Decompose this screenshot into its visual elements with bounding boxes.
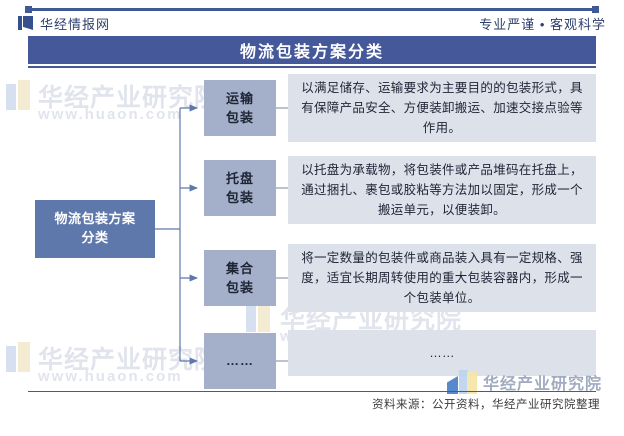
- description-text: 以满足储存、运输要求为主要目的的包装形式，具有保障产品安全、方便装卸搬运、加速交…: [301, 80, 583, 136]
- flag-book-icon: [18, 16, 33, 30]
- description-text: ……: [429, 345, 455, 360]
- root-node-label: 物流包装方案 分类: [54, 211, 136, 245]
- category-label: 托盘 包装: [225, 170, 254, 206]
- title-underline: [28, 66, 596, 68]
- brand-bar: 华经情报网 专业严谨 • 客观科学: [0, 11, 624, 35]
- footer-logo: 华经产业研究院: [446, 370, 602, 394]
- header-accent-rule: [25, 6, 599, 13]
- description-text: 以托盘为承载物，将包装件或产品堆码在托盘上，通过捆扎、裹包或胶粘等方法加以固定，…: [301, 162, 583, 218]
- description-node-3: 将一定数量的包装件或商品装入具有一定规格、强度，适宜长期周转使用的重大包装容器内…: [288, 244, 596, 312]
- category-label: 运输 包装: [225, 90, 254, 126]
- category-node-3: 集合 包装: [204, 250, 276, 306]
- diagram-root-node: 物流包装方案 分类: [35, 200, 155, 258]
- category-label: ……: [226, 353, 254, 369]
- source-note: 资料来源：公开资料，华经产业研究院整理: [372, 399, 600, 411]
- brand-name: 华经情报网: [40, 16, 111, 32]
- footer-logo-text: 华经产业研究院: [482, 376, 602, 393]
- category-node-4: ……: [204, 333, 276, 389]
- header-slogan: 专业严谨 • 客观科学: [479, 16, 606, 32]
- description-node-1: 以满足储存、运输要求为主要目的的包装形式，具有保障产品安全、方便装卸搬运、加速交…: [288, 74, 596, 142]
- category-label: 集合 包装: [225, 260, 254, 296]
- description-node-2: 以托盘为承载物，将包装件或产品堆码在托盘上，通过捆扎、裹包或胶粘等方法加以固定，…: [288, 156, 596, 224]
- footer-rule: [28, 391, 596, 392]
- description-text: 将一定数量的包装件或商品装入具有一定规格、强度，适宜长期周转使用的重大包装容器内…: [301, 250, 583, 306]
- brand-logo: 华经情报网: [18, 11, 110, 35]
- category-node-1: 运输 包装: [204, 80, 276, 136]
- huaon-logo-icon: [446, 370, 477, 394]
- page-title-bar: 物流包装方案分类: [28, 36, 596, 64]
- category-node-2: 托盘 包装: [204, 160, 276, 216]
- description-node-4: ……: [288, 330, 596, 376]
- page-title: 物流包装方案分类: [239, 44, 384, 61]
